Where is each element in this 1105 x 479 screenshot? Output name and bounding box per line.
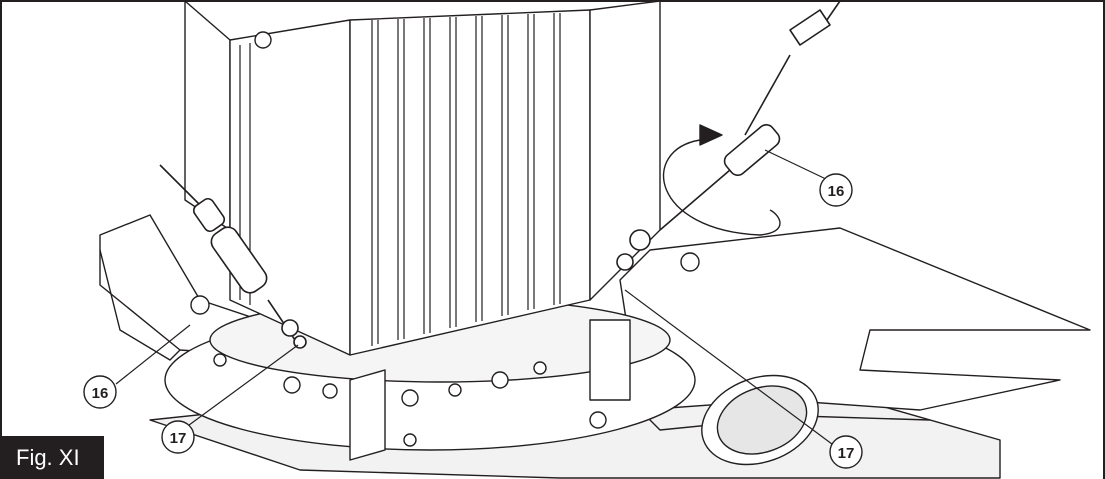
flange-bolts bbox=[190, 226, 700, 447]
callout-16-right: 16 bbox=[819, 173, 853, 207]
rotation-arrow bbox=[662, 139, 781, 236]
rotation-arrowhead-icon bbox=[699, 124, 723, 146]
cooling-fins bbox=[239, 13, 561, 346]
motor-housing bbox=[229, 19, 351, 356]
svg-text:16: 16 bbox=[828, 183, 845, 200]
right-tie-rod bbox=[616, 0, 841, 271]
callout-17-left: 17 bbox=[161, 420, 195, 454]
figure-label: Fig. XI bbox=[0, 436, 104, 479]
callouts: 16 16 17 17 bbox=[83, 173, 863, 469]
pump-assembly bbox=[99, 0, 1091, 479]
left-bracket-side bbox=[99, 249, 181, 361]
callout-17-right: 17 bbox=[829, 435, 863, 469]
support-blade-center bbox=[349, 369, 386, 461]
support-blade-right bbox=[589, 319, 631, 401]
outlet-pipe-inner bbox=[716, 385, 808, 455]
svg-text:17: 17 bbox=[838, 445, 855, 462]
leader-lines bbox=[115, 149, 841, 451]
callout-16-left: 16 bbox=[83, 375, 117, 409]
top-bolt bbox=[254, 31, 272, 49]
svg-text:16: 16 bbox=[92, 385, 109, 402]
svg-text:17: 17 bbox=[170, 430, 187, 447]
